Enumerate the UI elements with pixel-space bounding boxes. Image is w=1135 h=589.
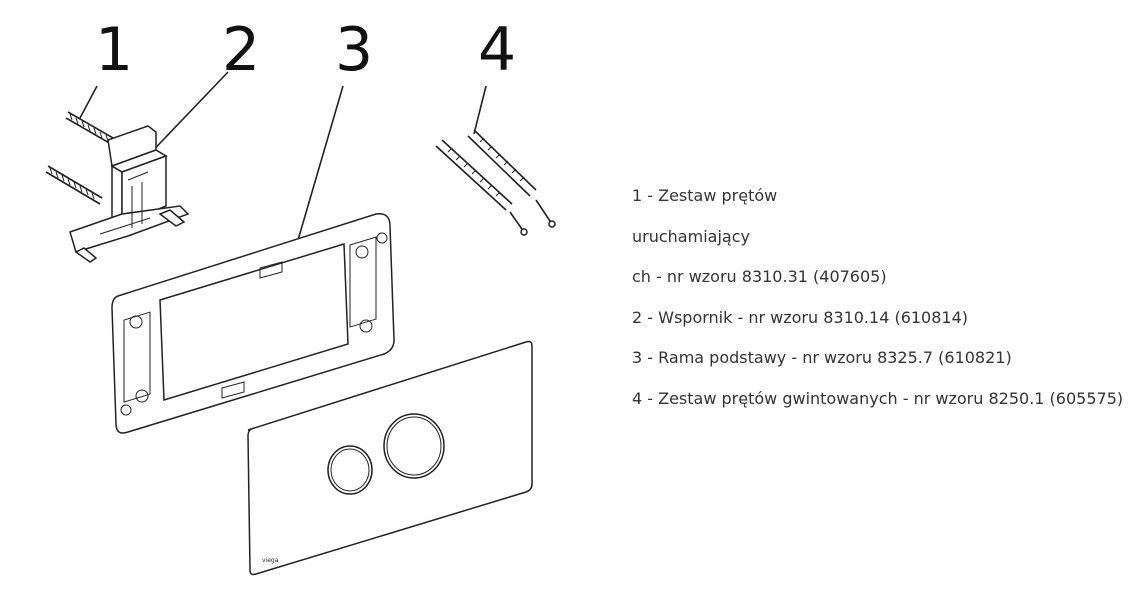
legend-item: 4 - Zestaw prętów gwintowanych - nr wzor… [632, 388, 1124, 408]
callout-2: 2 [222, 15, 260, 85]
callout-4: 4 [478, 15, 516, 85]
legend-item: ch - nr wzoru 8310.31 (407605) [632, 267, 887, 286]
threaded-rod-set-part [435, 129, 556, 236]
threaded-rod-right [467, 129, 556, 228]
exploded-parts-diagram: 1 2 3 4 [45, 15, 556, 576]
callout-3: 3 [335, 15, 373, 85]
callout-1: 1 [95, 15, 133, 85]
brand-mark: viega [262, 557, 279, 564]
legend-item: 1 - Zestaw prętów [632, 186, 778, 205]
small-flush-button [327, 445, 373, 495]
large-flush-button [383, 413, 445, 479]
actuation-rod-set-part [45, 111, 121, 205]
parts-legend: 1 - Zestaw prętów uruchamiający ch - nr … [632, 186, 1132, 429]
leader-line-4 [473, 85, 487, 135]
legend-item: uruchamiający [632, 226, 750, 246]
bracket-part [69, 125, 190, 263]
leader-line-1 [79, 85, 98, 119]
rod-lower [45, 165, 103, 205]
leader-line-3 [297, 85, 344, 241]
threaded-rod-left [435, 139, 528, 236]
legend-item: 2 - Wspornik - nr wzoru 8310.14 (610814) [632, 307, 969, 327]
base-frame-part [111, 213, 395, 434]
legend-item: 3 - Rama podstawy - nr wzoru 8325.7 (610… [632, 348, 1012, 367]
flush-plate-part: viega [247, 340, 533, 576]
